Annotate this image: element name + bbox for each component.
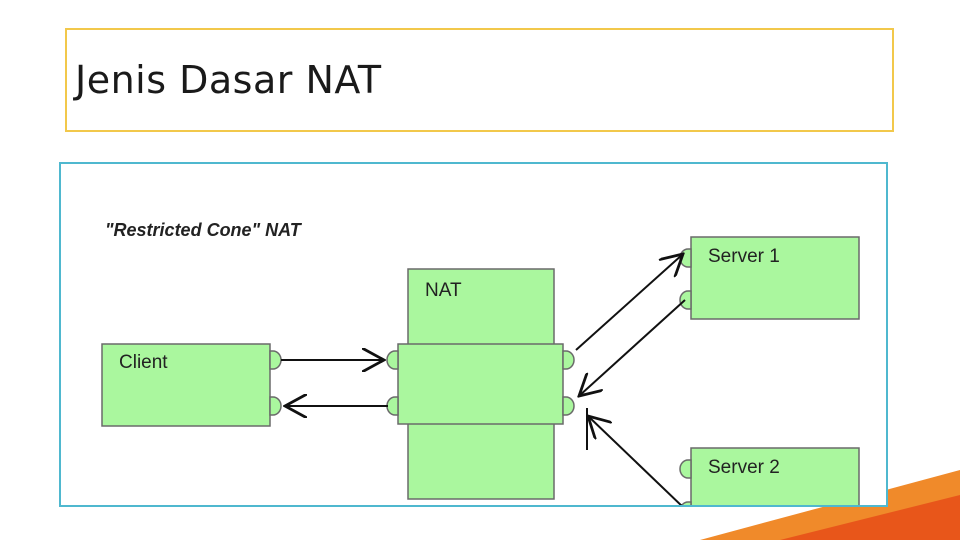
server1-label: Server 1 — [708, 246, 780, 267]
nat-diagram: "Restricted Cone" NAT NAT Client Server … — [101, 220, 860, 505]
client-port-in — [269, 396, 282, 416]
client-port-out — [269, 350, 282, 370]
nat-port-block — [397, 343, 564, 425]
arrow-server2-to-nat-blocked — [588, 416, 683, 505]
client-box — [101, 343, 271, 427]
server1-port-bottom — [679, 290, 692, 310]
nat-label: NAT — [425, 280, 462, 301]
diagram-frame: "Restricted Cone" NAT NAT Client Server … — [59, 162, 888, 507]
server1-port-top — [679, 248, 692, 268]
server1-box — [690, 236, 860, 320]
nat-port-right-bottom — [562, 396, 575, 416]
diagram-heading: "Restricted Cone" NAT — [105, 220, 303, 240]
slide-title: Jenis Dasar NAT — [75, 58, 382, 102]
server2-box — [690, 447, 860, 505]
client-label: Client — [119, 352, 168, 373]
nat-port-left-top — [386, 350, 399, 370]
arrow-nat-to-server1 — [575, 254, 683, 351]
nat-port-left-bottom — [386, 396, 399, 416]
server2-port-bottom — [681, 501, 692, 505]
title-box: Jenis Dasar NAT — [65, 28, 894, 132]
arrow-server1-to-nat — [579, 299, 686, 396]
server2-port-top — [679, 459, 692, 479]
server2-label: Server 2 — [708, 457, 780, 478]
nat-port-right-top — [562, 350, 575, 370]
